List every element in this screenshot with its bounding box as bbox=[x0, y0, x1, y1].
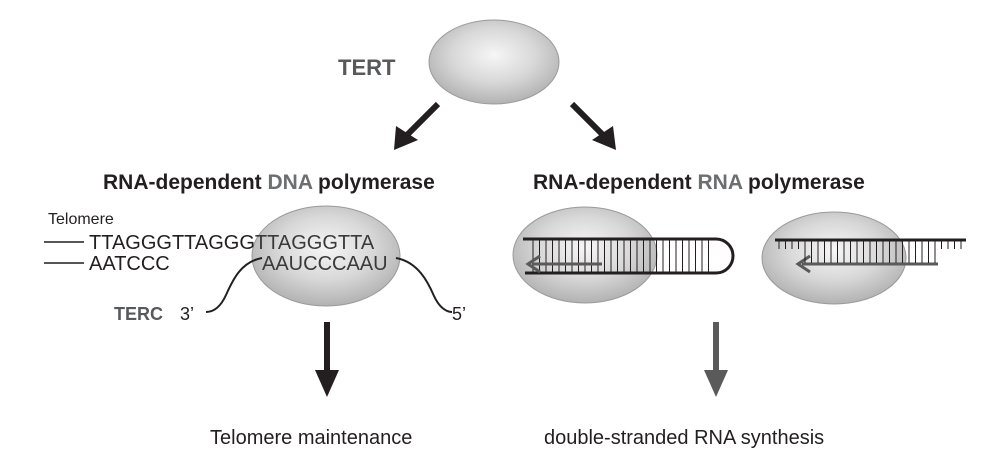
dna-polymerase-heading: RNA-dependent DNA polymerase bbox=[103, 171, 435, 194]
dna-bottom-strand: AATCCC bbox=[89, 253, 170, 275]
terc-curve-5prime bbox=[395, 257, 453, 313]
dna-top-strand: TTAGGGTTAGGGTTAGGGTTA bbox=[89, 232, 375, 254]
template-dsrna bbox=[775, 238, 966, 274]
rna-polymerase-heading: RNA-dependent RNA polymerase bbox=[533, 171, 865, 194]
tert-enzyme-blob bbox=[428, 19, 560, 105]
rdrp-blob-template bbox=[761, 211, 907, 305]
heading-part: RNA-dependent bbox=[103, 171, 268, 194]
top-strand-outside: TTAGGGTTAGGG bbox=[89, 232, 255, 254]
telomere-label: Telomere bbox=[48, 211, 114, 228]
dsrna-synthesis-outcome: double-stranded RNA synthesis bbox=[544, 427, 824, 449]
heading-part: polymerase bbox=[312, 171, 435, 194]
arrow-to-dna-polymerase bbox=[394, 101, 441, 150]
top-strand-inside: TTAGGGTTA bbox=[255, 232, 375, 254]
arrow-to-dsrna-synthesis bbox=[704, 322, 728, 397]
heading-part: polymerase bbox=[742, 171, 865, 194]
arrow-to-rna-polymerase bbox=[569, 101, 616, 150]
heading-highlight-dna: DNA bbox=[268, 171, 313, 194]
heading-part: RNA-dependent bbox=[533, 171, 698, 194]
heading-highlight-rna: RNA bbox=[698, 171, 743, 194]
terc-rna-template: AAUCCCAAU bbox=[262, 253, 388, 275]
nascent-strand-arrowhead bbox=[525, 254, 541, 274]
terc-curve-3prime bbox=[205, 257, 263, 313]
hairpin-backbone bbox=[523, 237, 735, 275]
tert-label: TERT bbox=[338, 55, 396, 80]
terc-3prime-end: 3’ bbox=[180, 304, 194, 324]
terc-label: TERC bbox=[114, 304, 163, 324]
terc-5prime-end: 5’ bbox=[452, 304, 466, 324]
telomerase-blob bbox=[251, 205, 401, 307]
hairpin-dsrna bbox=[523, 237, 735, 275]
arrow-to-telomere-maintenance bbox=[315, 322, 339, 397]
nascent-strand-arrowhead bbox=[795, 254, 811, 274]
telomere-maintenance-outcome: Telomere maintenance bbox=[210, 427, 412, 449]
